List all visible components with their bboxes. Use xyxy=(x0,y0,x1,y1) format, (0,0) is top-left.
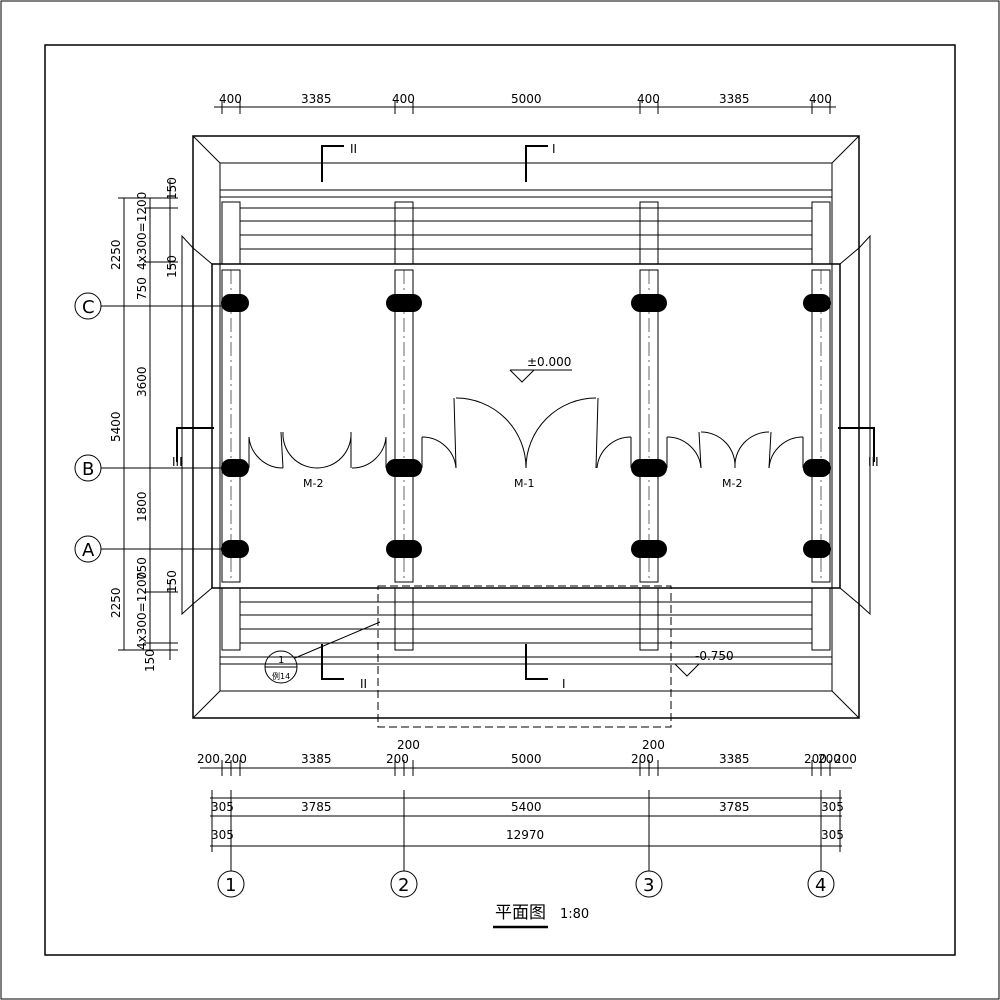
stair-pillars xyxy=(221,201,831,651)
bottom-dim-r1-10: 200 xyxy=(804,752,827,766)
wall-strips xyxy=(221,269,831,583)
left-dim-top-steps: 4x300=1200 xyxy=(135,192,149,270)
bottom-dim-r2-3: 5400 xyxy=(511,800,542,814)
door-label-middle: M-1 xyxy=(514,477,534,490)
left-dim-mid-3600: 3600 xyxy=(135,366,149,397)
bottom-dim-r2-5: 305 xyxy=(821,800,844,814)
bottom-dimension-lines xyxy=(200,760,852,852)
top-dim-7: 400 xyxy=(809,92,832,106)
top-dim-5: 400 xyxy=(637,92,660,106)
axis-label-4: 4 xyxy=(815,875,826,896)
bottom-dim-r3-1: 305 xyxy=(211,828,234,842)
top-dim-4: 5000 xyxy=(511,92,542,106)
section-label-ii-top: II xyxy=(350,142,357,156)
stair-bottom xyxy=(240,601,812,644)
drawing-frame xyxy=(44,44,956,956)
bottom-dim-r1-3: 3385 xyxy=(301,752,332,766)
platform-outline xyxy=(192,135,860,719)
drawing-title: 平面图 xyxy=(495,903,546,923)
bottom-dim-r1-5: 200 xyxy=(397,738,420,752)
detail-index-top: 1 xyxy=(278,655,284,666)
door-swings xyxy=(248,397,804,469)
door-label-right: M-2 xyxy=(722,477,742,490)
top-dimension-lines xyxy=(214,100,836,114)
floor-level-marker xyxy=(509,369,572,383)
left-dim-bottom-750: 750 xyxy=(135,557,149,580)
drawing-scale: 1:80 xyxy=(560,907,589,922)
section-label-ii-bottom: II xyxy=(360,677,367,691)
bottom-dim-r1-6: 5000 xyxy=(511,752,542,766)
axis-label-1: 1 xyxy=(225,875,236,896)
row-axis-bubbles xyxy=(74,292,118,563)
detail-callout xyxy=(264,621,381,684)
axis-label-2: 2 xyxy=(398,875,409,896)
bottom-dim-r2-2: 3785 xyxy=(301,800,332,814)
left-dim-top-750: 750 xyxy=(135,277,149,300)
top-dim-6: 3385 xyxy=(719,92,750,106)
step-level-text: -0.750 xyxy=(695,649,734,663)
columns xyxy=(221,294,831,558)
detail-index-bottom: 例14 xyxy=(272,671,290,681)
left-dim-outer-1: 2250 xyxy=(109,239,123,270)
bottom-dim-r2-1: 305 xyxy=(211,800,234,814)
building-outline xyxy=(211,263,841,589)
left-dim-bottom-steps: 4x300=1200 xyxy=(135,572,149,650)
left-dim-bottom-150b: 150 xyxy=(143,649,157,672)
section-label-iii-left: III xyxy=(172,455,183,469)
section-marks xyxy=(176,145,875,680)
left-dim-top-150b: 150 xyxy=(165,255,179,278)
bottom-dim-r1-1: 200 xyxy=(197,752,220,766)
bottom-dim-r1-4: 200 xyxy=(386,752,409,766)
bottom-dim-r1-9: 3385 xyxy=(719,752,750,766)
floor-level-text: ±0.000 xyxy=(527,355,571,369)
axis-label-c: C xyxy=(82,297,95,318)
bottom-dim-r3-3: 305 xyxy=(821,828,844,842)
stair-top xyxy=(240,207,812,250)
left-dim-outer-2: 5400 xyxy=(109,411,123,442)
bottom-dim-r1-7: 200 xyxy=(631,752,654,766)
section-label-i-top: I xyxy=(552,142,556,156)
bottom-dim-r2-4: 3785 xyxy=(719,800,750,814)
top-dim-1: 400 xyxy=(219,92,242,106)
bottom-dim-r1-8: 200 xyxy=(642,738,665,752)
axis-label-b: B xyxy=(82,459,94,480)
top-dim-3: 400 xyxy=(392,92,415,106)
axis-label-a: A xyxy=(82,540,95,561)
bottom-dim-r1-12: 200 xyxy=(834,752,857,766)
left-dim-bottom-150a: 150 xyxy=(165,570,179,593)
bottom-dim-r1-11: 200 xyxy=(818,752,841,766)
top-dim-2: 3385 xyxy=(301,92,332,106)
left-dim-outer-3: 2250 xyxy=(109,587,123,618)
axis-label-3: 3 xyxy=(643,875,654,896)
bottom-dim-r1-2: 200 xyxy=(224,752,247,766)
section-label-iii-right: III xyxy=(868,455,879,469)
left-dimension-lines xyxy=(118,180,230,660)
column-axis-bubbles xyxy=(217,822,835,898)
section-label-i-bottom: I xyxy=(562,677,566,691)
side-wings xyxy=(181,234,871,616)
detail-boundary xyxy=(377,585,672,728)
left-dim-mid-1800: 1800 xyxy=(135,491,149,522)
bottom-dim-r3-2: 12970 xyxy=(506,828,544,842)
step-level-marker xyxy=(674,663,740,677)
door-label-left: M-2 xyxy=(303,477,323,490)
left-dim-top-150a: 150 xyxy=(165,177,179,200)
